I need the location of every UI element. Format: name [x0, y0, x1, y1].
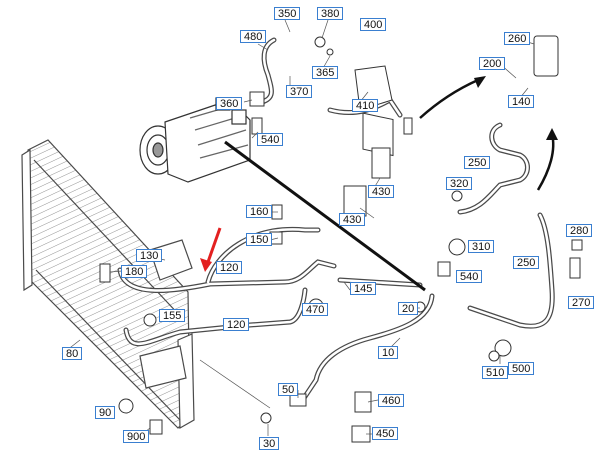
callout-320: 320 — [446, 177, 473, 190]
compressor-line-pointer — [224, 140, 426, 292]
callout-250-top: 250 — [464, 156, 491, 169]
callout-145: 145 — [350, 282, 377, 295]
callout-510: 510 — [482, 366, 509, 379]
flow-arrowhead-top — [474, 76, 486, 88]
callout-370: 370 — [286, 85, 313, 98]
callout-140: 140 — [508, 95, 535, 108]
flow-arrowhead-right — [546, 128, 558, 140]
callout-410: 410 — [352, 99, 379, 112]
callout-540-mid: 540 — [456, 270, 483, 283]
callout-400: 400 — [360, 18, 387, 31]
callout-160: 160 — [246, 205, 273, 218]
callout-430-upper: 430 — [368, 185, 395, 198]
callout-460: 460 — [378, 394, 405, 407]
small-components — [99, 35, 583, 443]
callout-450: 450 — [372, 427, 399, 440]
callout-30: 30 — [259, 437, 280, 450]
callout-380: 380 — [317, 7, 344, 20]
callout-130: 130 — [136, 249, 163, 262]
highlight-arrowhead — [200, 258, 212, 272]
callout-350: 350 — [274, 7, 301, 20]
callout-280: 280 — [566, 224, 593, 237]
callout-500: 500 — [508, 362, 535, 375]
callout-10: 10 — [378, 346, 399, 359]
callout-310: 310 — [468, 240, 495, 253]
callout-80: 80 — [62, 347, 83, 360]
callout-270: 270 — [568, 296, 595, 309]
condenser — [21, 139, 195, 430]
callout-540-top: 540 — [257, 133, 284, 146]
callout-155: 155 — [159, 309, 186, 322]
callout-180: 180 — [121, 265, 148, 278]
callout-250-right: 250 — [513, 256, 540, 269]
callout-20: 20 — [398, 302, 419, 315]
callout-120-upper: 120 — [216, 261, 243, 274]
callout-120-lower: 120 — [223, 318, 250, 331]
callout-200: 200 — [479, 57, 506, 70]
compressor — [139, 97, 251, 183]
callout-260: 260 — [504, 32, 531, 45]
callout-430-lower: 430 — [339, 213, 366, 226]
callout-900: 900 — [123, 430, 150, 443]
callout-150: 150 — [246, 233, 273, 246]
callout-50: 50 — [278, 383, 299, 396]
callout-480: 480 — [240, 30, 267, 43]
callout-365: 365 — [312, 66, 339, 79]
callout-90: 90 — [95, 406, 116, 419]
callout-360: 360 — [216, 97, 243, 110]
highlight-arrow — [206, 227, 222, 263]
callout-470: 470 — [302, 303, 329, 316]
